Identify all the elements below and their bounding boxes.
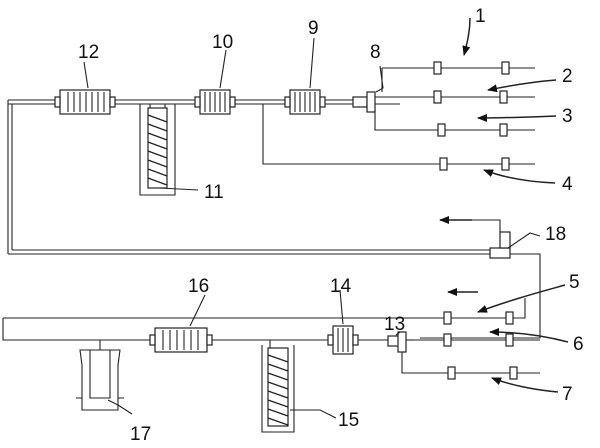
unit-12-exchanger — [54, 89, 116, 115]
label-3: 3 — [562, 106, 573, 127]
unit-18-outlet — [470, 219, 511, 259]
unit-15-coil-vessel — [261, 345, 295, 433]
label-10: 10 — [212, 32, 233, 53]
feed-valves — [433, 61, 518, 380]
unit-14-exchanger — [327, 325, 359, 355]
mixer-8 — [352, 91, 400, 113]
label-11: 11 — [204, 182, 224, 203]
return-line — [8, 249, 541, 339]
label-16: 16 — [188, 276, 209, 297]
label-6: 6 — [573, 334, 584, 355]
mixer-13 — [387, 331, 414, 353]
leader-lines — [83, 37, 541, 419]
label-17: 17 — [130, 424, 151, 445]
label-14: 14 — [330, 276, 352, 297]
label-15: 15 — [338, 410, 359, 431]
label-8: 8 — [370, 42, 381, 63]
unit-11-coil-vessel — [139, 104, 176, 196]
label-13: 13 — [384, 314, 405, 335]
label-12: 12 — [78, 42, 99, 63]
number-labels: 1 2 3 4 5 6 7 8 9 10 11 12 13 14 15 16 1… — [78, 6, 584, 445]
unit-9-exchanger — [284, 89, 326, 115]
unit-16-exchanger — [149, 327, 213, 353]
label-9: 9 — [308, 18, 319, 39]
unit-17-separator — [76, 349, 124, 411]
label-2: 2 — [562, 66, 573, 87]
label-5: 5 — [569, 272, 580, 293]
label-4: 4 — [562, 174, 573, 195]
label-18: 18 — [545, 224, 566, 245]
flow-arrows — [439, 17, 569, 393]
unit-10-exchanger — [194, 89, 236, 115]
label-1: 1 — [475, 6, 486, 27]
lower-piping — [2, 298, 540, 374]
label-7: 7 — [562, 384, 573, 405]
